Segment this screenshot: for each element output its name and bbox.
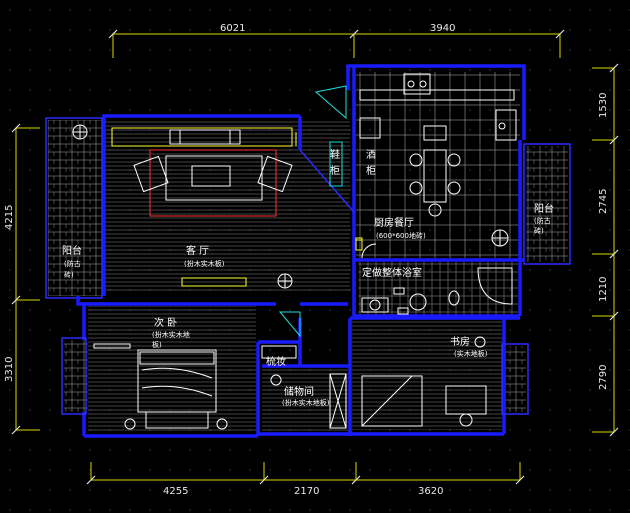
living-room-furniture [72,124,293,289]
label-shoe-cabinet-1: 鞋 [330,148,340,161]
note-balcony-left-1: (防古 [64,259,81,268]
dim-left-2: 3310 [4,357,15,382]
note-balcony-right-2: 砖) [534,226,544,235]
label-study: 书房 [450,335,470,348]
label-makeup: 梳妆 [266,355,286,368]
dim-right-3: 1210 [598,277,609,302]
label-wine-cabinet-1: 酒 [366,149,376,161]
doors [278,85,377,338]
note-balcony-right-1: (防古 [534,216,551,225]
walls [45,64,571,438]
dim-right-4: 2790 [598,365,609,390]
label-wine-cabinet-2: 柜 [366,164,376,177]
dim-bottom-1: 4255 [163,486,188,497]
dim-right-1: 1530 [598,93,609,118]
label-living-room: 客 厅 [186,244,209,257]
label-bath: 定做整体浴室 [362,266,422,279]
dim-left-1: 4215 [4,205,15,230]
label-balcony-right: 阳台 [534,202,554,215]
dim-bottom-3: 3620 [418,486,443,497]
bedroom-furniture [93,343,228,430]
label-bedroom: 次 卧 [154,316,177,329]
dim-right-2: 2745 [598,189,609,214]
label-kitchen: 厨房餐厅 [374,216,414,229]
bath-fixtures [361,267,513,315]
storage-and-makeup [261,345,347,429]
label-shoe-cabinet-2: 柜 [330,164,340,177]
dimension-lines [11,29,619,485]
note-bedroom-1: (扮木实木地 [152,330,190,339]
label-storage: 储物间 [284,385,314,398]
kitchen-furniture [329,73,517,251]
note-kitchen: (600*600地砖) [376,231,426,240]
dim-top-1: 6021 [220,23,245,34]
note-study: (实木地板) [454,349,488,358]
study-furniture [361,336,487,427]
dim-top-2: 3940 [430,23,455,34]
note-bedroom-2: 板) [152,340,162,349]
floor-fills [48,72,568,432]
note-living-room: (扮木实木板) [184,259,225,268]
note-storage: (扮木实木地板) [282,398,330,407]
label-balcony-left: 阳台 [62,244,82,257]
dim-bottom-2: 2170 [294,486,319,497]
note-balcony-left-2: 砖) [64,270,74,279]
